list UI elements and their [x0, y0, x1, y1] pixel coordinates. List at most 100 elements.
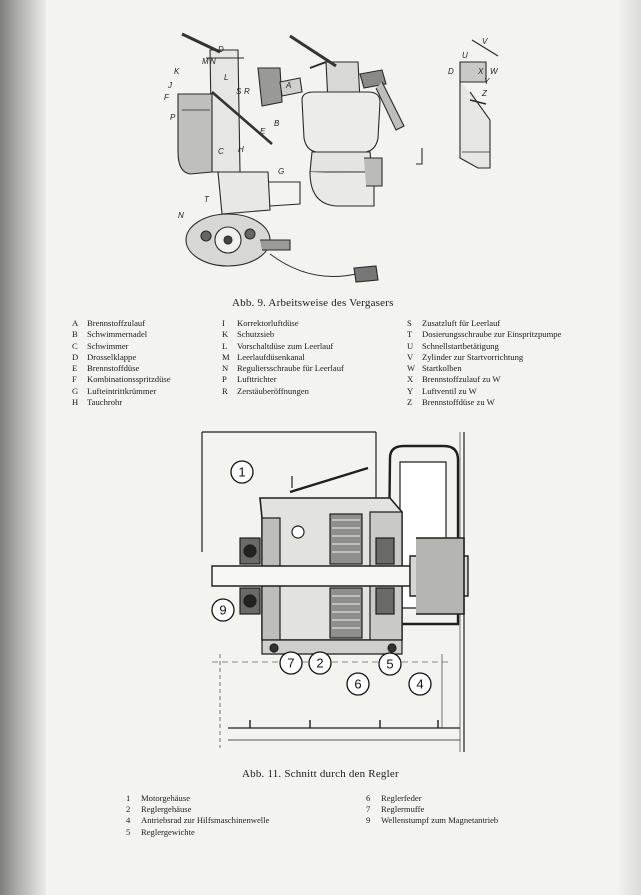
figure-9-carburetor-drawing: D M N K L J F R S A P B E C H G T N V D … [160, 22, 510, 294]
legend-text: Zylinder zur Startvorrichtung [422, 351, 524, 362]
legend-key: S [407, 318, 412, 328]
legend-text: Drosselklappe [87, 351, 137, 362]
callout-h: H [238, 145, 244, 154]
callout-j: J [167, 81, 173, 90]
legend-text: Reglermuffe [381, 804, 425, 815]
callout-g: G [278, 167, 284, 176]
legend-key: M [222, 351, 230, 362]
legend-text: Antriebsrad zur Hilfsmaschinenwelle [141, 815, 270, 826]
legend-key: T [407, 329, 413, 340]
callout-x: X [477, 67, 484, 76]
callout-w: W [490, 67, 499, 76]
callout-1: 1 [238, 465, 245, 480]
legend-text: Lufttrichter [237, 374, 277, 385]
legend-key: L [222, 340, 228, 351]
legend-key: U [407, 340, 414, 351]
callout-4: 4 [416, 677, 423, 692]
callout-l: L [224, 73, 228, 82]
legend-key: E [72, 363, 78, 374]
legend-text: Dosierungsschraube zur Einspritzpumpe [422, 329, 562, 340]
callout-t: T [204, 195, 210, 204]
legend-key: 5 [126, 826, 131, 837]
legend-text: Leerlaufdüsenkanal [237, 351, 305, 362]
legend-key: 6 [366, 793, 371, 803]
callout-z: Z [481, 89, 488, 98]
legend-key: A [72, 318, 79, 328]
callout-d-right: D [448, 67, 454, 76]
legend-key: 9 [366, 815, 371, 826]
legend-entry: K Schutzsieb [222, 329, 344, 340]
legend-text: Reglergehäuse [141, 804, 192, 815]
callout-b: B [274, 119, 280, 128]
legend-key: Z [407, 397, 413, 408]
legend-key: X [407, 374, 414, 385]
legend-text: Kombinationsspritzdüse [87, 374, 171, 385]
legend-text: Schwimmer [87, 340, 129, 351]
legend-entry: Y Luftventil zu W [407, 386, 635, 397]
legend-key: 1 [126, 793, 131, 803]
callout-y: Y [484, 77, 490, 86]
callout-k: K [174, 67, 180, 76]
callout-u: U [462, 51, 468, 60]
legend-text: Startkolben [422, 363, 462, 374]
callout-n: N [210, 57, 216, 66]
legend-key: R [222, 385, 228, 396]
callout-9: 9 [219, 603, 226, 618]
legend-key: B [72, 329, 78, 340]
legend-entry: L Vorschaltdüse zum Leerlauf [222, 341, 344, 352]
legend-entry: P Lufttrichter [222, 374, 344, 385]
legend-text: Schutzsieb [237, 329, 275, 340]
figure-9-caption: Abb. 9. Arbeitsweise des Vergasers [232, 297, 394, 309]
legend-entry: A Brennstoffzulauf [72, 318, 171, 329]
legend-entry: M Leerlaufdüsenkanal [222, 352, 344, 363]
legend-text: Schnellstartbetätigung [422, 340, 499, 351]
callout-a: A [285, 81, 291, 90]
legend-text: Brennstoffzulauf [87, 318, 146, 328]
legend-entry: C Schwimmer [72, 341, 171, 352]
legend-text: Lufteintrittkrümmer [87, 385, 157, 396]
legend-text: Zusatzluft für Leerlauf [422, 318, 501, 328]
legend-key: H [72, 397, 79, 408]
legend-text: Korrektorluftdüse [237, 318, 299, 328]
callout-n-lower: N [178, 211, 184, 220]
legend-text: Brennstoffdüse zu W [422, 397, 495, 408]
legend-text: Reglerfeder [381, 793, 422, 803]
legend-key: 7 [366, 804, 371, 815]
legend-text: Vorschaltdüse zum Leerlauf [237, 340, 334, 351]
callout-d: D [218, 45, 224, 54]
legend-key: N [222, 363, 229, 374]
figure-11-governor-section-drawing: 1 9 7 2 6 5 4 [180, 428, 480, 758]
legend-entry: Z Brennstoffdüse zu W [407, 397, 635, 408]
legend-entry: T Dosierungsschraube zur Einspritzpumpe [407, 329, 635, 340]
callout-v: V [482, 37, 488, 46]
legend-key: P [222, 374, 227, 385]
figure-11-caption: Abb. 11. Schnitt durch den Regler [242, 768, 399, 780]
legend-key: K [222, 329, 229, 340]
figure-9-svg: D M N K L J F R S A P B E C H G T N V D … [164, 32, 499, 283]
callout-c: C [218, 147, 224, 156]
legend-text: Luftventil zu W [422, 385, 477, 396]
legend-text: Zerstäuberöffnungen [237, 385, 309, 396]
legend-entry: R Zerstäuberöffnungen [222, 386, 344, 397]
legend-text: Tauchrohr [87, 397, 123, 408]
callout-p: P [170, 113, 176, 122]
callout-r: R [244, 87, 250, 96]
legend-key: Y [407, 385, 414, 396]
legend-key: C [72, 340, 78, 351]
legend-entry: 6 Reglerfeder [364, 793, 498, 804]
callout-2: 2 [316, 656, 323, 671]
